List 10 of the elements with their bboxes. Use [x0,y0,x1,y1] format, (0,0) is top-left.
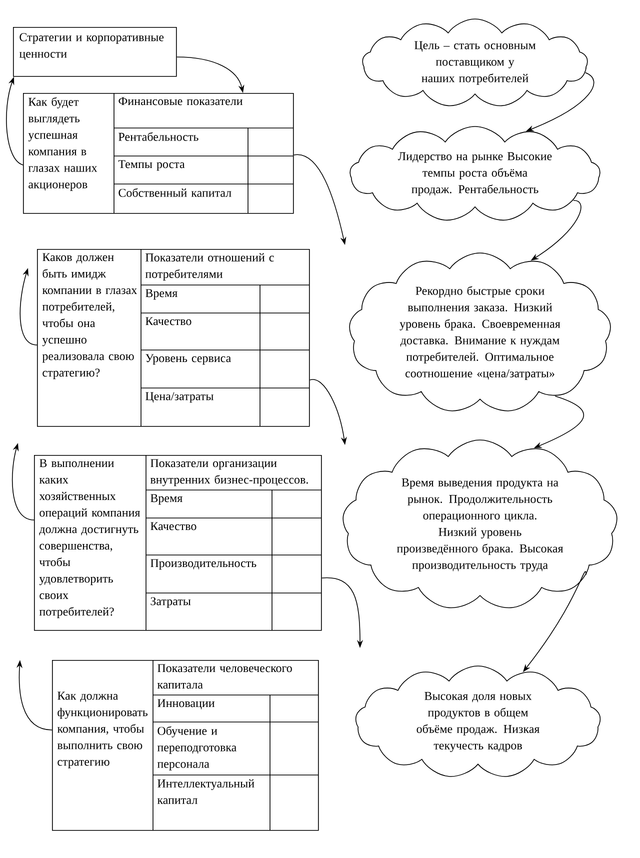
cloud: Рекордно быстрые сроки выполнения заказа. Низкий уровень брака. Своевременная доставка. Внимание к нуждам потребителей. Оптимальное соотношение «цена/затраты» [349,252,611,412]
cloud: Высокая доля новых продуктов в общем объёме продаж. Низкая текучесть кадров [355,666,601,777]
table: Каков должен быть имидж компании в глазах потребителей, чтобы она успешно реализовала свою стратегию? Показатели отношений с потребителями Время Качество Уровень сервиса Цена/затраты [37,248,310,427]
cloud: Лидерство на рынке Высокие темпы роста объёма продаж. Рентабельность [350,126,600,221]
table: Как будет выглядеть успешная компания в глазах наших акционеров Финансовые показатели Рентабельность Темпы роста Собственный капитал [23,92,294,214]
cloud: Время выведения продукта на рынок. Продолжительность операционного цикла. Низкий уровень произведённого брака. Высокая производительность труда [342,440,618,608]
strategy-box: Стратегии и корпоративные ценности [13,26,177,77]
table: В выполнении каких хозяйственных операций компания должна достигнуть совершенства, чтобы удовлетворить своих потребителей? Показатели организации внутренних бизнес-процессов. Время Качество Производительность Затраты [34,454,322,631]
cloud: Цель – стать основным поставщиком у наших потребителей [362,18,588,106]
table: Как должна функционировать компания, чтобы выполнить свою стратегию Показатели человеческого капитала Инновации Обучение и переподготовка персонала Интеллектуальный капитал [52,660,319,831]
